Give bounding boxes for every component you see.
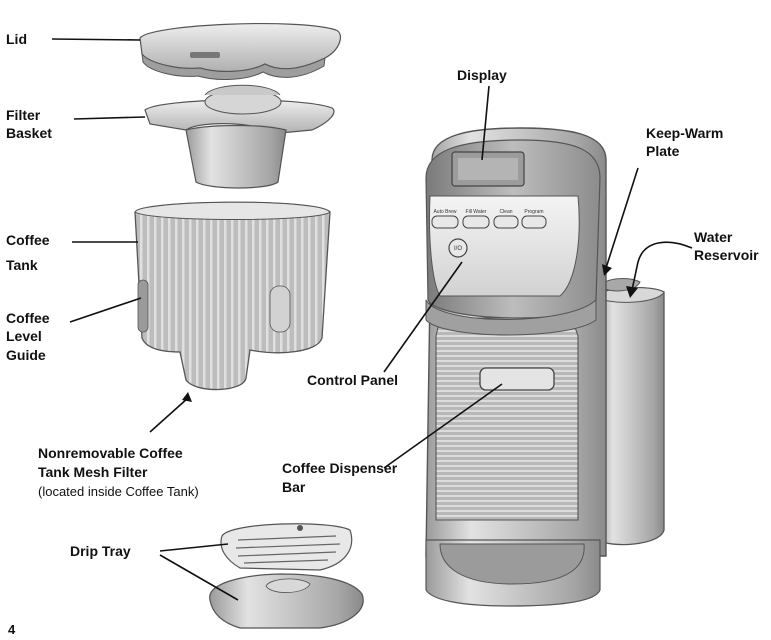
coffee-maker-unit: Auto Brew Fill Water Clean Program I/O <box>425 127 665 607</box>
power-icon: I/O <box>454 246 462 252</box>
label-mesh-filter-line1: Nonremovable Coffee <box>38 445 183 461</box>
coffee-tank-part <box>134 201 331 391</box>
coffee-dispenser-bar-part <box>479 367 555 391</box>
label-filter-basket-line1: Filter <box>6 107 41 123</box>
fill-water-button-label: Fill Water <box>466 209 487 215</box>
auto-brew-button <box>431 215 459 229</box>
label-keep-warm-line2: Plate <box>646 143 680 159</box>
filter-basket-part <box>144 84 335 189</box>
label-keep-warm-line1: Keep-Warm <box>646 125 723 141</box>
label-mesh-filter-line2: Tank Mesh Filter <box>38 464 148 480</box>
label-coffee-tank-line1: Coffee <box>6 232 50 248</box>
label-dispenser-bar-line1: Coffee Dispenser <box>282 460 398 476</box>
label-level-guide-line1: Coffee <box>6 310 50 326</box>
label-display: Display <box>457 67 507 83</box>
label-water-reservoir-line1: Water <box>694 229 733 245</box>
clean-button <box>493 215 519 229</box>
label-dispenser-bar-line2: Bar <box>282 479 306 495</box>
label-level-guide-line3: Guide <box>6 347 46 363</box>
fill-water-button <box>462 215 490 229</box>
label-lid: Lid <box>6 31 27 47</box>
label-control-panel: Control Panel <box>307 372 398 388</box>
label-drip-tray: Drip Tray <box>70 543 131 559</box>
drip-tray-grate-part <box>220 523 353 571</box>
power-button <box>448 238 468 258</box>
label-level-guide-line2: Level <box>6 328 42 344</box>
program-button <box>521 215 547 229</box>
labels: Lid Filter Basket Coffee Tank Coffee Lev… <box>6 31 759 637</box>
clean-button-label: Clean <box>499 209 512 215</box>
lid-part <box>139 23 342 80</box>
auto-brew-button-label: Auto Brew <box>433 209 456 215</box>
panel-buttons: Auto Brew Fill Water Clean Program I/O <box>431 209 547 258</box>
drip-tray-base-part <box>209 573 364 629</box>
label-filter-basket-line2: Basket <box>6 125 52 141</box>
program-button-label: Program <box>524 209 543 215</box>
label-mesh-filter-note: (located inside Coffee Tank) <box>38 484 199 499</box>
label-water-reservoir-line2: Reservoir <box>694 247 759 263</box>
leader-lines <box>51 38 693 601</box>
label-coffee-tank-line2: Tank <box>6 257 38 273</box>
page-number: 4 <box>8 622 16 637</box>
